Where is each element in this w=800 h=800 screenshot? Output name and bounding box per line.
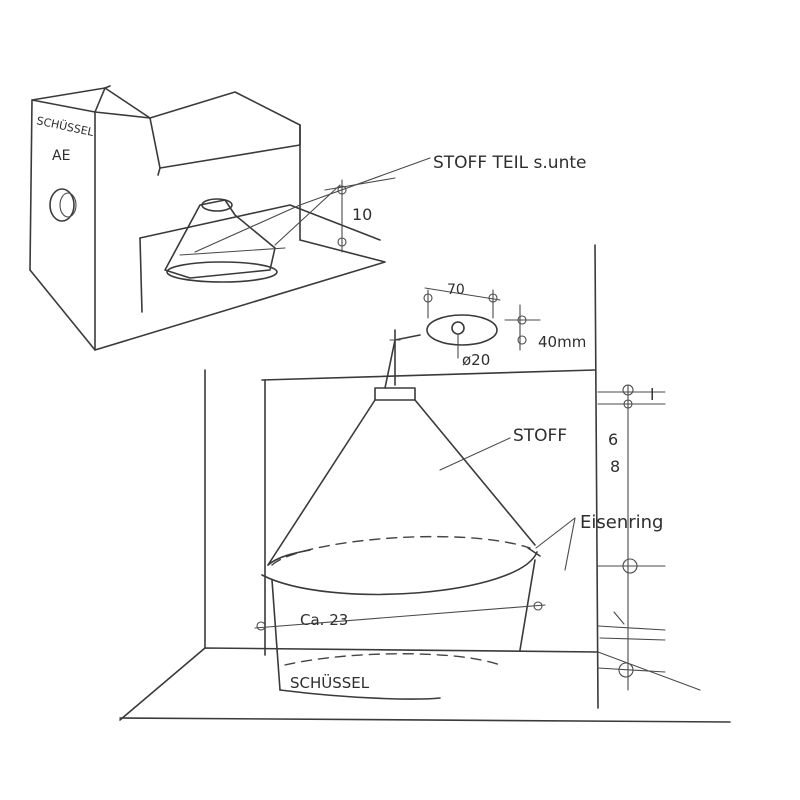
dimension-70-label: 70 — [447, 282, 465, 298]
ca23-label: Ca. 23 — [300, 611, 348, 629]
dimension-10-label: 10 — [352, 205, 372, 224]
bottom-assembly-sketch — [119, 244, 731, 723]
dimension-8-label: 8 — [610, 457, 620, 476]
dimension-d20-label: ø20 — [462, 351, 490, 369]
schuessel-label: SCHÜSSEL — [290, 673, 370, 692]
box-label-line1: SCHÜSSEL — [35, 114, 95, 139]
stoff-label: STOFF — [513, 426, 567, 446]
top-box-sketch — [29, 85, 431, 351]
right-dimension-chain — [597, 384, 666, 691]
dimension-l-label: l — [650, 385, 654, 404]
eisenring-label: Eisenring — [580, 512, 663, 533]
box-label-line2: AE — [52, 148, 70, 164]
dimension-6-label: 6 — [608, 430, 618, 449]
dimension-40mm-label: 40mm — [538, 333, 586, 351]
opening-detail — [423, 287, 541, 359]
stoffteil-label: STOFF TEIL s.unte — [433, 153, 586, 173]
